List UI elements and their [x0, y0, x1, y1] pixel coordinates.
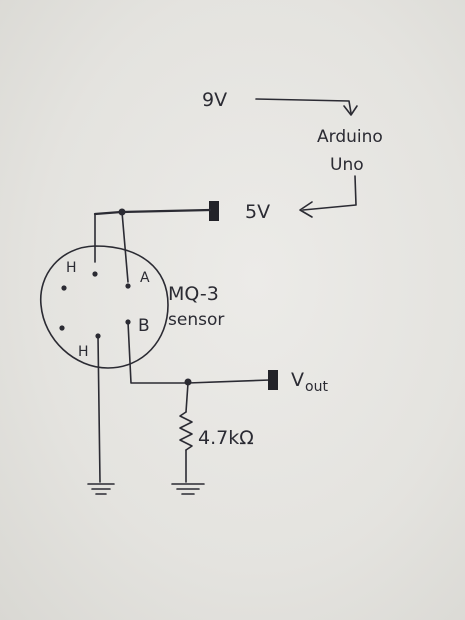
supply-arrow — [255, 98, 352, 114]
output-label-main: V — [291, 369, 304, 391]
ground-symbol-right — [171, 483, 205, 495]
rail-wire — [93, 208, 212, 216]
sensor-subtitle: sensor — [168, 310, 224, 330]
pin-h-top-label: H — [66, 260, 77, 276]
pin-h-bottom-label: H — [78, 344, 89, 360]
pin-b-label: B — [138, 316, 150, 336]
pin-nc-left-bottom — [59, 325, 65, 331]
resistor-label: 4.7kΩ — [198, 427, 254, 449]
heater-ground-wire — [97, 335, 101, 483]
output-wire — [127, 321, 271, 384]
supply-label: 9V — [202, 89, 227, 111]
board-label-line1: Arduino — [317, 127, 383, 147]
pin-h-top — [92, 271, 98, 277]
board-label-line2: Uno — [330, 155, 364, 175]
rail-terminal — [209, 201, 219, 221]
output-label-sub: out — [305, 379, 328, 395]
pin-nc-left-top — [61, 285, 67, 291]
rail-arrow — [302, 175, 357, 211]
sensor-body — [39, 245, 169, 369]
pin-a-wire — [121, 211, 129, 283]
supply-arrow-head — [343, 105, 358, 116]
pin-a — [125, 283, 131, 289]
rail-arrow-head — [299, 201, 313, 218]
pin-a-label: A — [140, 270, 150, 286]
resistor-lead-top — [185, 382, 189, 413]
ground-symbol-left — [87, 483, 115, 495]
rail-label: 5V — [245, 201, 270, 223]
output-junction — [184, 378, 192, 386]
sensor-name: MQ-3 — [168, 283, 219, 305]
output-terminal — [268, 370, 278, 390]
resistor-zigzag — [179, 411, 193, 451]
